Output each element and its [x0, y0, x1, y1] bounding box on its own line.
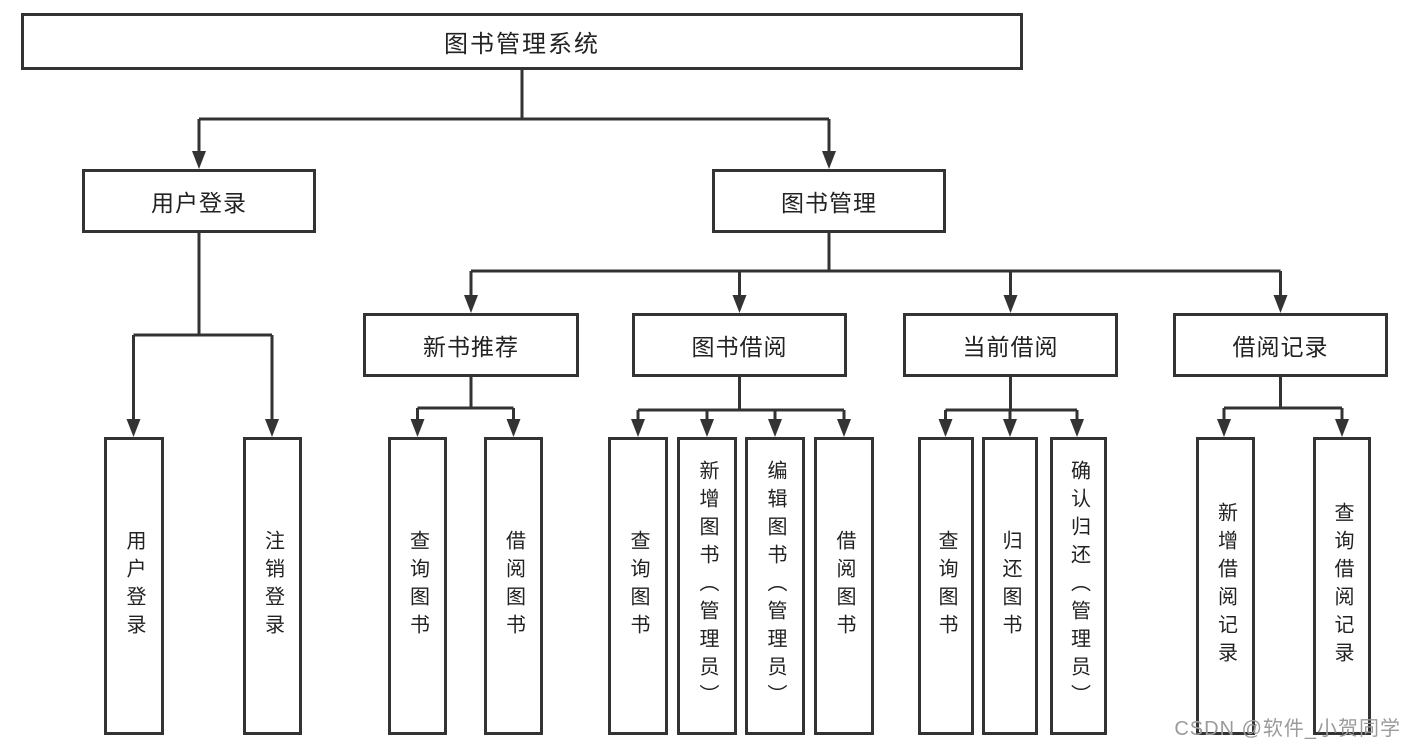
leaf-add-borrow-record: 新增借阅记录	[1196, 437, 1255, 735]
node-label: 当前借阅	[962, 334, 1059, 360]
node-label: 查询图书	[406, 530, 429, 642]
node-current-borrow: 当前借阅	[903, 313, 1118, 377]
leaf-query-books-under-current: 查询图书	[918, 437, 974, 735]
node-label: 图书借阅	[691, 334, 788, 360]
node-label: 归还图书	[999, 530, 1021, 642]
node-book-borrow: 图书借阅	[632, 313, 847, 377]
node-user-login: 用户登录	[82, 169, 316, 233]
node-new-book-recommend: 新书推荐	[363, 313, 579, 377]
node-borrow-records: 借阅记录	[1173, 313, 1388, 377]
node-label: 图书管理系统	[444, 31, 600, 58]
node-label: 借阅图书	[502, 530, 525, 642]
leaf-query-books-under-borrow: 查询图书	[608, 437, 668, 735]
leaf-user-login: 用户登录	[104, 437, 164, 735]
node-label: 查询借阅记录	[1331, 502, 1353, 670]
node-label: 新增借阅记录	[1214, 502, 1237, 670]
node-root-system: 图书管理系统	[21, 13, 1023, 70]
watermark: CSDN @软件_小贺同学	[1174, 718, 1401, 740]
node-book-management: 图书管理	[712, 169, 946, 233]
node-label: 用户登录	[151, 190, 247, 216]
node-label: 查询图书	[935, 530, 957, 642]
node-label: 查询图书	[627, 530, 649, 642]
leaf-borrow-books-under-borrow: 借阅图书	[814, 437, 874, 735]
node-label: 注销登录	[261, 530, 284, 642]
leaf-query-borrow-record: 查询借阅记录	[1313, 437, 1371, 735]
node-label: 新书推荐	[423, 334, 519, 360]
leaf-add-books-admin: 新增图书（管理员）	[677, 437, 737, 735]
leaf-borrow-books-under-recommend: 借阅图书	[484, 437, 543, 735]
leaf-query-books-under-recommend: 查询图书	[388, 437, 447, 735]
node-label: 新增图书（管理员）	[696, 460, 718, 712]
leaf-logout: 注销登录	[243, 437, 302, 735]
leaf-return-books: 归还图书	[982, 437, 1038, 735]
node-label: 编辑图书（管理员）	[764, 460, 786, 712]
node-label: 借阅记录	[1232, 334, 1329, 360]
leaf-confirm-return-admin: 确认归还（管理员）	[1050, 437, 1107, 735]
leaf-edit-books-admin: 编辑图书（管理员）	[745, 437, 805, 735]
node-label: 图书管理	[781, 190, 877, 216]
arrowhead-icons	[126, 151, 1349, 437]
node-label: 借阅图书	[833, 530, 855, 642]
node-label: 确认归还（管理员）	[1067, 460, 1090, 712]
node-label: 用户登录	[123, 530, 145, 642]
